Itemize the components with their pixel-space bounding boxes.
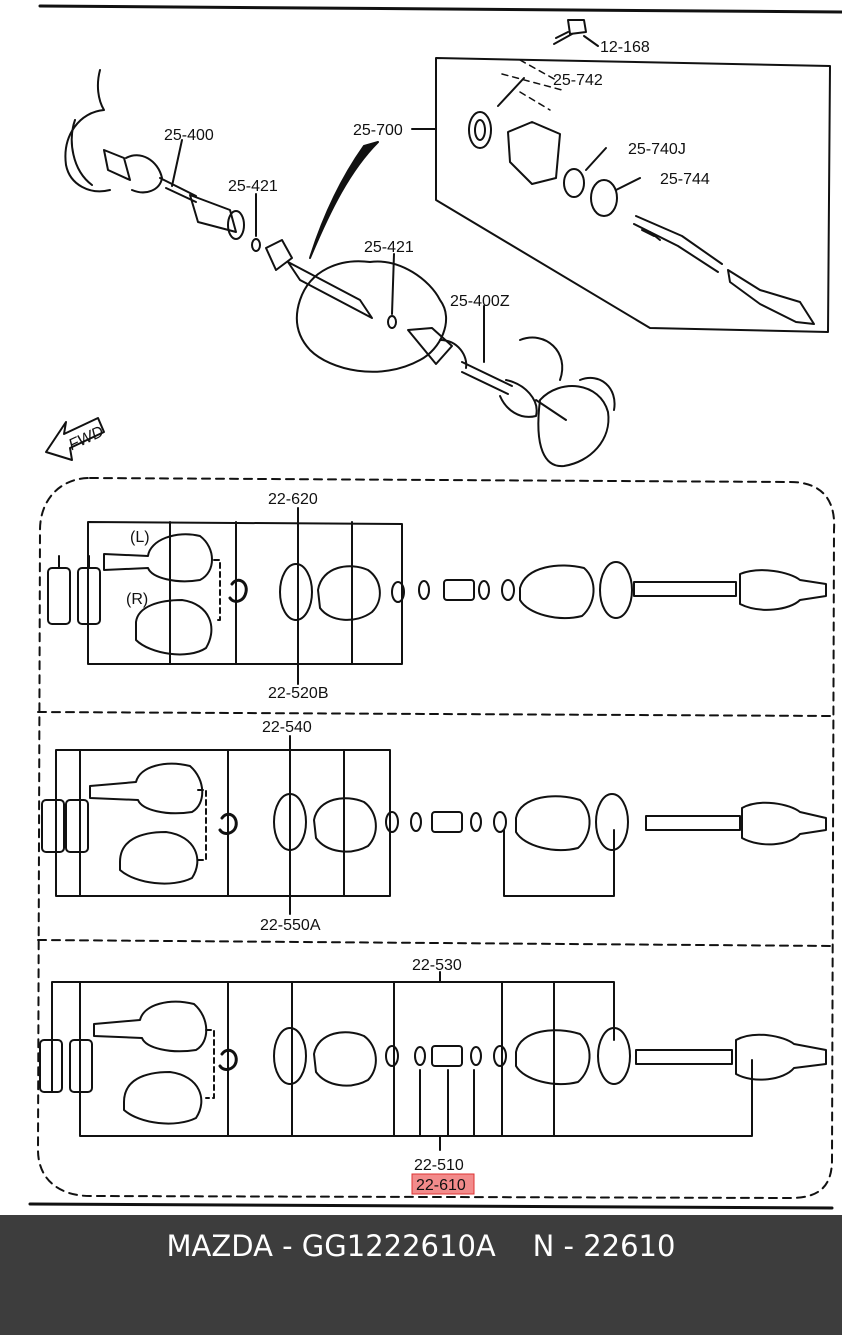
side-left-label: (L) [130, 529, 150, 546]
part-label-22-520b: 22-520B [268, 685, 329, 702]
part-label-22-610: 22-610 [416, 1177, 466, 1194]
part-label-25-421-b: 25-421 [364, 239, 414, 256]
side-right-label: (R) [126, 591, 148, 608]
part-label-22-540: 22-540 [262, 719, 312, 736]
part-label-22-510: 22-510 [414, 1157, 464, 1174]
footer-bar: MAZDA - GG1222610A N - 22610 [0, 1215, 842, 1335]
highlight-box [411, 1173, 475, 1195]
part-label-25-740j: 25-740J [628, 141, 686, 158]
part-label-25-744: 25-744 [660, 171, 710, 188]
part-label-25-400z: 25-400Z [450, 293, 510, 310]
part-label-12-168: 12-168 [600, 39, 650, 56]
part-label-22-620: 22-620 [268, 491, 318, 508]
parts-diagram: FWD (L) (R) 12-168 25-742 25-700 25-740J… [28, 4, 842, 1210]
part-label-22-550a: 22-550A [260, 917, 321, 934]
part-label-22-530: 22-530 [412, 957, 462, 974]
part-label-25-400: 25-400 [164, 127, 214, 144]
part-label-25-421-a: 25-421 [228, 178, 278, 195]
part-label-25-700: 25-700 [353, 122, 403, 139]
part-number-caption: MAZDA - GG1222610A N - 22610 [166, 1229, 676, 1263]
part-label-25-742: 25-742 [553, 72, 603, 89]
